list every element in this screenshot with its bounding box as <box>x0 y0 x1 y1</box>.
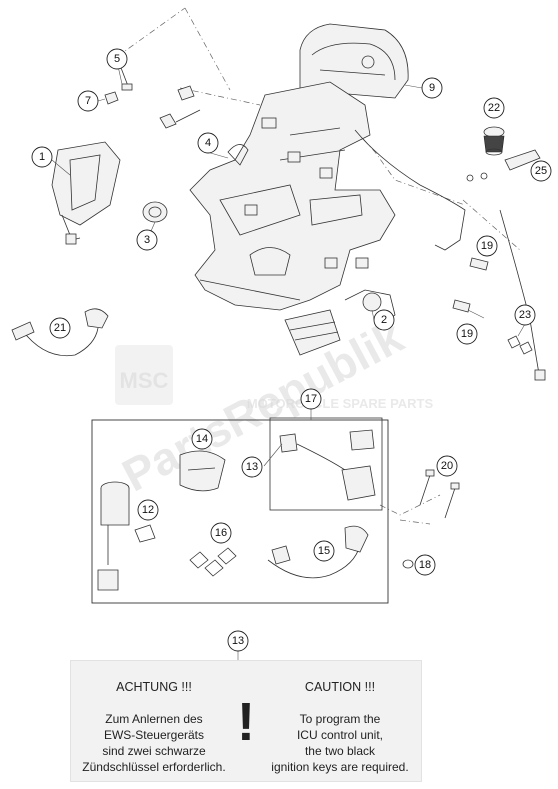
callout-14: 14 <box>191 428 213 450</box>
transponder <box>279 429 376 501</box>
callouts: 1 2 3 4 5 7 9 12 13 13 14 15 16 17 18 19… <box>31 48 552 652</box>
callout-3-label: 3 <box>144 234 150 246</box>
callout-16: 16 <box>210 522 232 544</box>
callout-18-label: 18 <box>419 559 431 571</box>
ignition-knob <box>483 126 505 156</box>
callout-12-label: 12 <box>142 504 154 516</box>
caution-notice: ACHTUNG !!! Zum Anlernen des EWS-Steuerg… <box>70 660 422 782</box>
kit-box <box>91 417 389 604</box>
callout-13-notice: 13 <box>227 630 249 652</box>
callout-4: 4 <box>197 132 219 154</box>
callout-12: 12 <box>137 499 159 521</box>
callout-15: 15 <box>313 540 335 562</box>
callout-13-kit-label: 13 <box>246 461 258 473</box>
callout-5: 5 <box>106 48 128 70</box>
instrument-cluster <box>299 23 409 99</box>
callout-21-label: 21 <box>54 322 66 334</box>
callout-17-label: 17 <box>305 393 317 405</box>
callout-3: 3 <box>136 229 158 251</box>
callout-25-label: 25 <box>535 165 547 177</box>
callout-9-label: 9 <box>429 82 435 94</box>
callout-4-label: 4 <box>205 137 211 149</box>
callout-13-kit: 13 <box>241 456 263 478</box>
connector-pins <box>189 547 237 577</box>
callout-19-lower: 19 <box>456 323 478 345</box>
lower-connector <box>284 292 382 356</box>
callout-14-label: 14 <box>196 433 208 445</box>
watermark-logo: MSC <box>120 368 169 393</box>
callout-15-label: 15 <box>318 545 330 557</box>
lock-cover <box>179 450 226 492</box>
notice-german-heading: ACHTUNG !!! <box>116 680 192 694</box>
grommet <box>142 201 168 223</box>
clip <box>227 144 249 166</box>
notice-german-line: Zum Anlernen des <box>105 712 203 726</box>
callout-25: 25 <box>530 160 552 182</box>
callout-16-label: 16 <box>215 527 227 539</box>
callout-17: 17 <box>300 388 322 410</box>
notice-english-line: To program the <box>299 712 381 726</box>
callout-19-upper: 19 <box>476 235 498 257</box>
notice-german-line: EWS-Steuergeräts <box>103 728 205 742</box>
callout-9: 9 <box>421 77 443 99</box>
callout-2: 2 <box>373 309 395 331</box>
warning-symbol: ! <box>237 692 255 752</box>
bolts-20 <box>419 469 460 519</box>
callout-21: 21 <box>49 317 71 339</box>
callout-22: 22 <box>483 97 505 119</box>
callout-13-notice-label: 13 <box>232 635 244 647</box>
callout-20: 20 <box>436 455 458 477</box>
notice-english: CAUTION !!! To program the ICU control u… <box>265 679 415 775</box>
watermark-tagline: MOTORCYCLE SPARE PARTS <box>247 396 434 411</box>
pins-19 <box>452 257 489 313</box>
notice-german: ACHTUNG !!! Zum Anlernen des EWS-Steuerg… <box>79 679 229 775</box>
sensor-cable <box>499 209 546 381</box>
front-bracket <box>189 81 396 311</box>
callout-20-label: 20 <box>441 460 453 472</box>
callout-5-label: 5 <box>114 53 120 65</box>
ignition-harness <box>267 525 369 579</box>
wire-21 <box>11 308 109 357</box>
washer-18 <box>402 559 414 569</box>
callout-2-label: 2 <box>381 314 387 326</box>
callout-7-label: 7 <box>85 95 91 107</box>
callout-1-label: 1 <box>39 151 45 163</box>
callout-22-label: 22 <box>488 102 500 114</box>
screws-upper-left <box>104 59 201 129</box>
callout-18: 18 <box>414 554 436 576</box>
callout-1: 1 <box>31 146 53 168</box>
side-cover <box>51 141 121 245</box>
notice-german-line: sind zwei schwarze <box>102 744 206 758</box>
callout-19-upper-label: 19 <box>481 240 493 252</box>
callout-23: 23 <box>514 304 536 326</box>
notice-german-line: Zündschlüssel erforderlich. <box>82 760 226 774</box>
callout-7: 7 <box>77 90 99 112</box>
notice-english-heading: CAUTION !!! <box>304 680 376 694</box>
watermark: MSC PartsRepublik MOTORCYCLE SPARE PARTS <box>114 310 434 501</box>
callout-19-lower-label: 19 <box>461 328 473 340</box>
notice-english-line: ignition keys are required. <box>271 760 409 774</box>
ignition-lock <box>97 481 156 591</box>
callout-23-label: 23 <box>519 309 531 321</box>
notice-english-line: the two black <box>304 744 376 758</box>
notice-english-line: ICU control unit, <box>296 728 384 742</box>
mount-bracket <box>466 149 541 182</box>
